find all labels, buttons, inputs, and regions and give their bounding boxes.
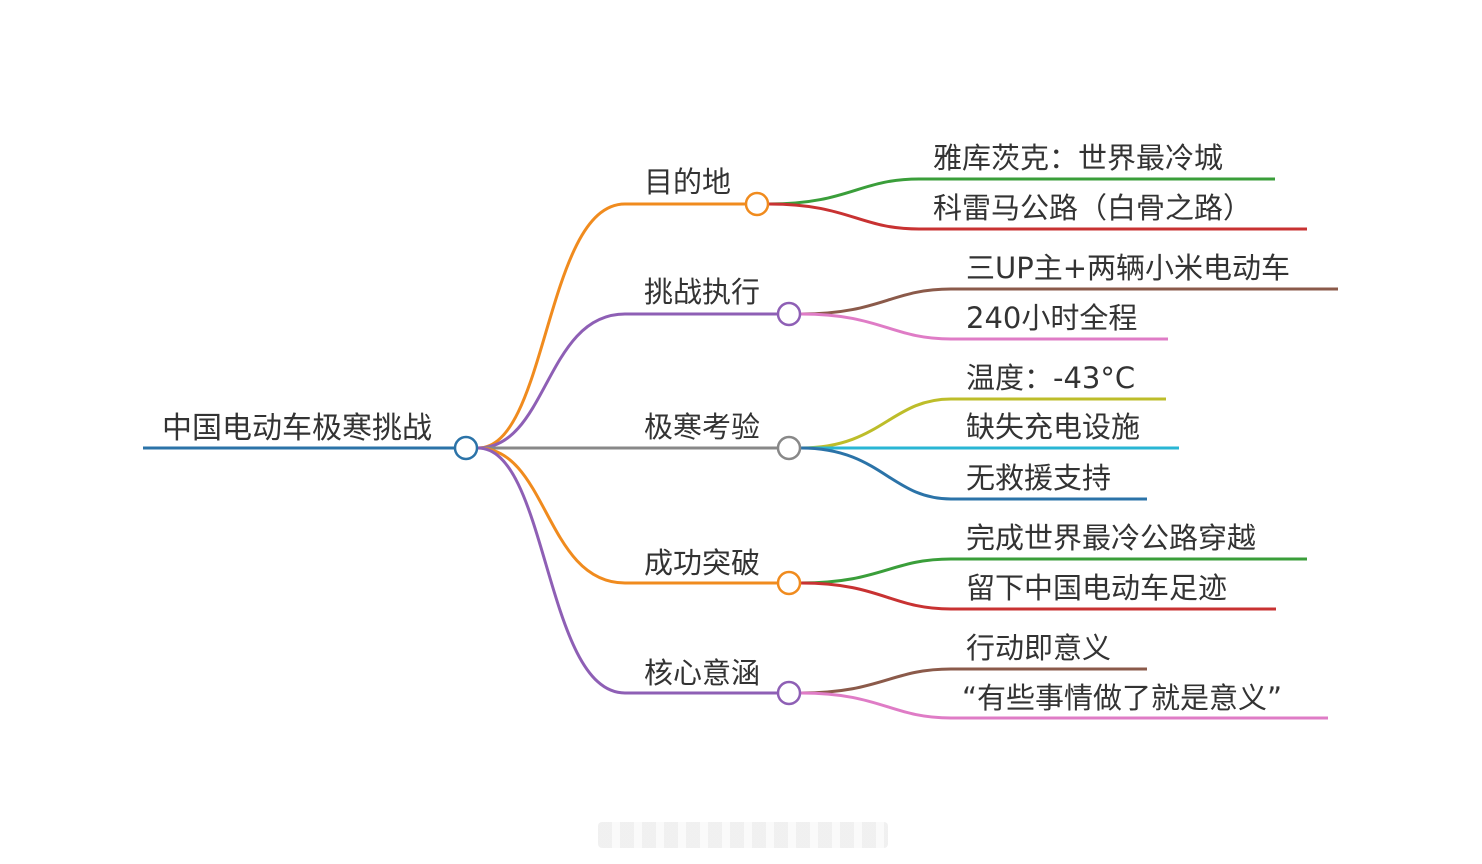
branch-node-circle-3 [776, 570, 802, 596]
leaf-label-kolyma-road: 科雷马公路（白骨之路） [933, 191, 1253, 225]
leaf-connector-2-0 [800, 397, 1166, 450]
branch-label-breakthrough: 成功突破 [644, 546, 761, 580]
leaf-connector-4-1 [800, 691, 1328, 720]
watermark [598, 822, 888, 848]
leaf-connector-1-1 [800, 312, 1168, 341]
branch-label-extreme-test: 极寒考验 [644, 410, 761, 444]
leaf-label-yakutsk: 雅库茨克：世界最冷城 [933, 141, 1224, 175]
branch-connector-4 [477, 446, 626, 695]
leaf-connector-0-1 [768, 202, 1307, 231]
branch-node-circle-0 [744, 191, 770, 217]
branch-label-execution: 挑战执行 [644, 275, 761, 309]
branch-node-circle-4 [776, 680, 802, 706]
leaf-connector-2-2 [800, 446, 1147, 501]
leaf-connector-0-0 [768, 177, 1275, 206]
leaf-connector-1-0 [800, 287, 1338, 316]
branch-label-destination: 目的地 [644, 165, 732, 199]
leaf-connector-3-1 [800, 581, 1276, 611]
leaf-connector-3-0 [800, 557, 1307, 585]
branch-label-core-meaning: 核心意涵 [644, 656, 761, 690]
root-label: 中国电动车极寒挑战 [162, 411, 432, 446]
leaf-label-no-charging: 缺失充电设施 [966, 410, 1141, 444]
branch-node-circle-2 [776, 435, 802, 461]
leaf-label-temperature: 温度：-43°C [966, 361, 1136, 395]
branch-connector-3 [477, 446, 626, 585]
branch-connector-1 [477, 312, 626, 450]
leaf-label-footprint: 留下中国电动车足迹 [966, 571, 1228, 605]
leaf-label-quote: “有些事情做了就是意义” [962, 681, 1283, 715]
leaf-label-no-rescue: 无救援支持 [966, 461, 1112, 495]
leaf-connector-4-0 [800, 667, 1147, 695]
leaf-label-crossing: 完成世界最冷公路穿越 [966, 521, 1257, 555]
branch-node-circle-1 [776, 301, 802, 327]
branch-connector-0 [477, 202, 626, 450]
root-node-circle [453, 435, 479, 461]
leaf-label-duration: 240小时全程 [966, 301, 1138, 335]
leaf-label-team: 三UP主+两辆小米电动车 [966, 251, 1291, 285]
leaf-label-action-meaning: 行动即意义 [966, 631, 1112, 665]
